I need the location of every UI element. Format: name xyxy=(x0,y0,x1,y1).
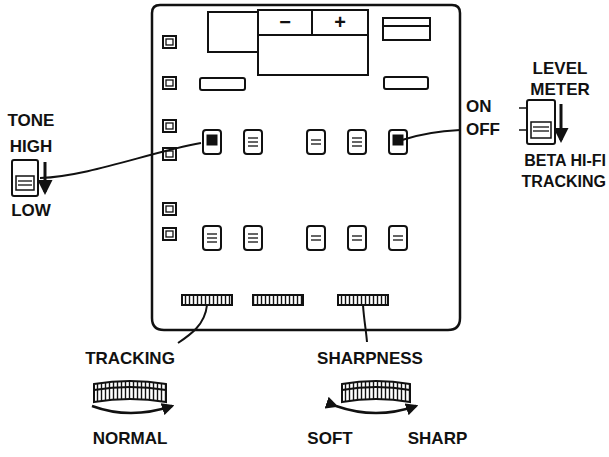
meter-label: LEVEL METER xyxy=(515,58,605,100)
switches xyxy=(203,130,407,250)
bar xyxy=(200,78,245,90)
indicator xyxy=(383,18,430,40)
tone-label: TONE xyxy=(2,110,60,131)
plus-button xyxy=(312,10,368,35)
leader-line xyxy=(402,130,460,140)
indicator-line xyxy=(383,25,430,27)
knob-position: NORMAL xyxy=(55,428,205,449)
switch-position: ON xyxy=(466,96,506,117)
minus-button xyxy=(258,10,312,35)
switch-position: HIGH xyxy=(2,136,60,157)
meter-switch-icon xyxy=(519,100,561,144)
switch-position: OFF xyxy=(466,119,512,140)
tracking-knob xyxy=(92,381,172,413)
control-label: SHARPNESS xyxy=(295,348,445,369)
knob-position: SOFT xyxy=(295,428,365,449)
leader-line xyxy=(40,143,201,178)
bar xyxy=(384,77,428,89)
button-label: + xyxy=(312,11,368,34)
leader-line xyxy=(178,305,207,343)
small-buttons xyxy=(163,36,176,240)
sharpness-knob xyxy=(336,381,416,413)
panel-outline xyxy=(152,5,460,330)
control-label: TRACKING xyxy=(55,348,205,369)
sliders xyxy=(182,295,388,305)
knob-position: SHARP xyxy=(395,428,480,449)
switch-position: LOW xyxy=(2,200,60,221)
display-box xyxy=(208,12,258,52)
button-label: − xyxy=(258,11,312,34)
leader-line xyxy=(363,305,367,342)
tracking-switch-label: BETA HI-FI TRACKING xyxy=(492,150,606,192)
display-window xyxy=(258,35,368,75)
